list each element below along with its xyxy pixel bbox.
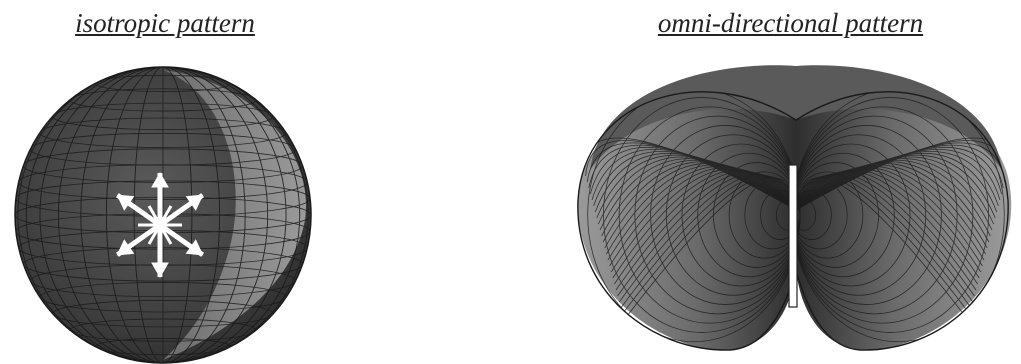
omni-directional-panel: omni-directional pattern [560, 0, 1021, 364]
sphere-surface [15, 67, 311, 363]
isotropic-sphere-diagram [0, 0, 330, 364]
isotropic-panel: isotropic pattern [0, 0, 330, 364]
dipole-antenna [789, 165, 797, 307]
omni-directional-torus-diagram [560, 0, 1021, 364]
